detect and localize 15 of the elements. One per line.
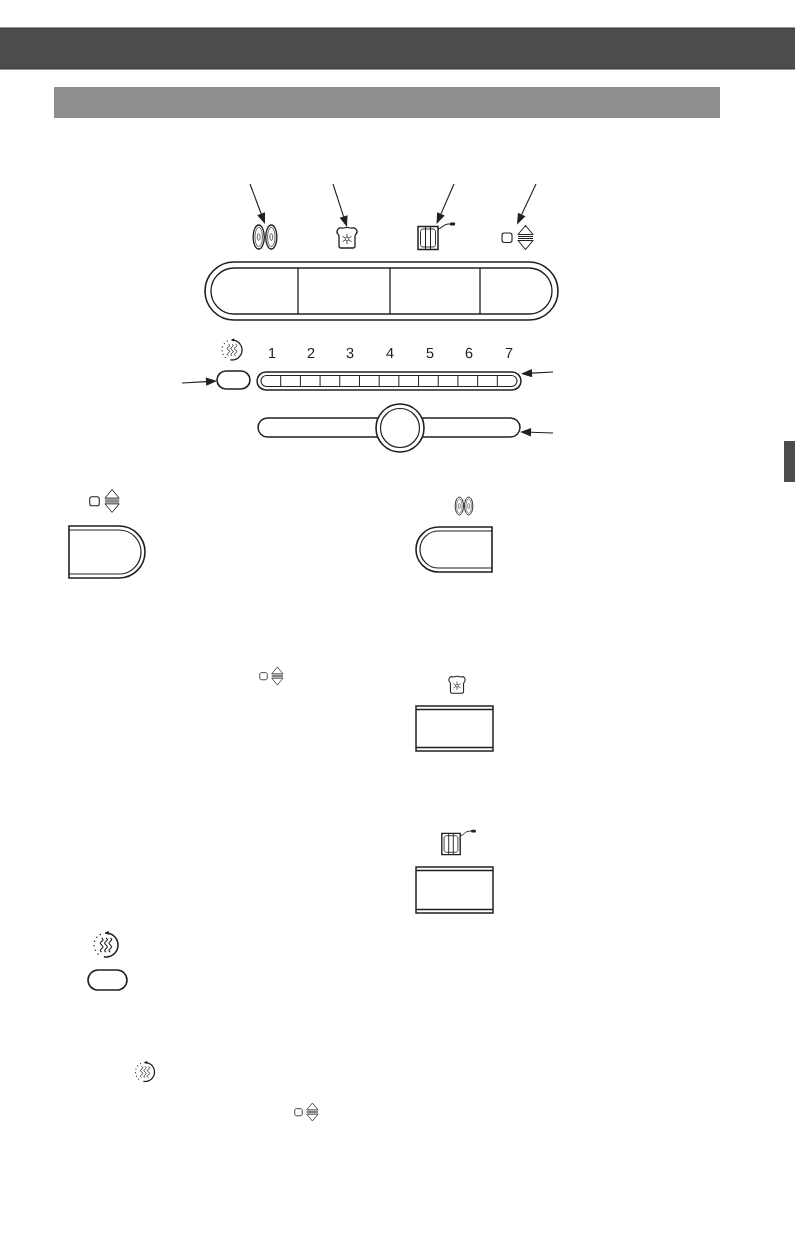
scale-number: 1 (269, 347, 276, 359)
bread-lift-icon (501, 225, 534, 250)
arrow (436, 183, 455, 224)
scale-number: 2 (307, 347, 315, 359)
bagel-icon (252, 224, 278, 250)
section-bar (54, 87, 720, 118)
shade-bar (256, 371, 522, 391)
frozen-bread-icon (336, 226, 358, 249)
toaster-icon (417, 222, 455, 251)
shade-slider (257, 403, 521, 453)
scale-number: 4 (386, 347, 394, 359)
scale-number: 7 (505, 347, 513, 359)
cancel-button (216, 370, 251, 390)
scale-number: 5 (426, 347, 434, 359)
arrow (249, 183, 266, 224)
